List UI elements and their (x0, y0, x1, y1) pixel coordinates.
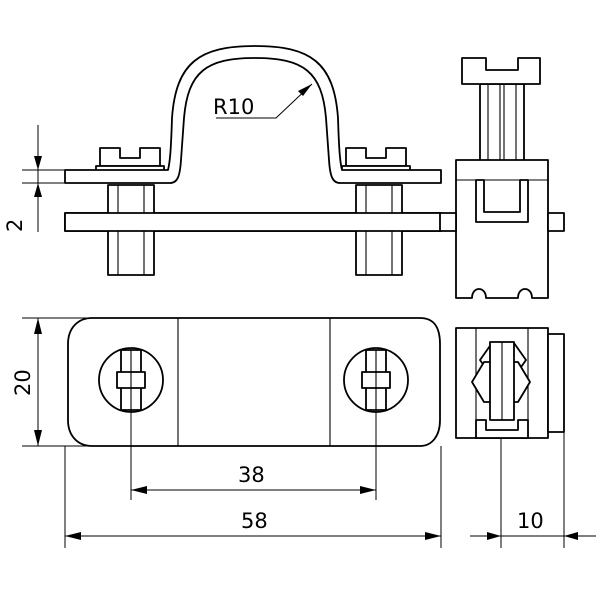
right-screw-top (343, 347, 409, 413)
clamp-body (455, 159, 549, 299)
top-view: 20 38 58 10 (11, 317, 596, 548)
clamp-width-label: 10 (517, 509, 544, 533)
left-screw-top (98, 347, 164, 413)
clamp-top (455, 327, 565, 439)
front-view: R10 2 (3, 45, 442, 276)
thickness-label: 2 (3, 219, 27, 232)
right-screw-head (341, 147, 411, 173)
radius-label: R10 (213, 95, 254, 119)
clamp-screw-head (461, 57, 541, 85)
height-label: 20 (11, 369, 35, 396)
top-strip-outline (67, 317, 441, 447)
left-screw-head (95, 147, 165, 173)
hole-spacing-label: 38 (238, 463, 265, 487)
saddle-strap (64, 45, 442, 184)
length-label: 58 (241, 509, 268, 533)
side-view (439, 57, 565, 299)
